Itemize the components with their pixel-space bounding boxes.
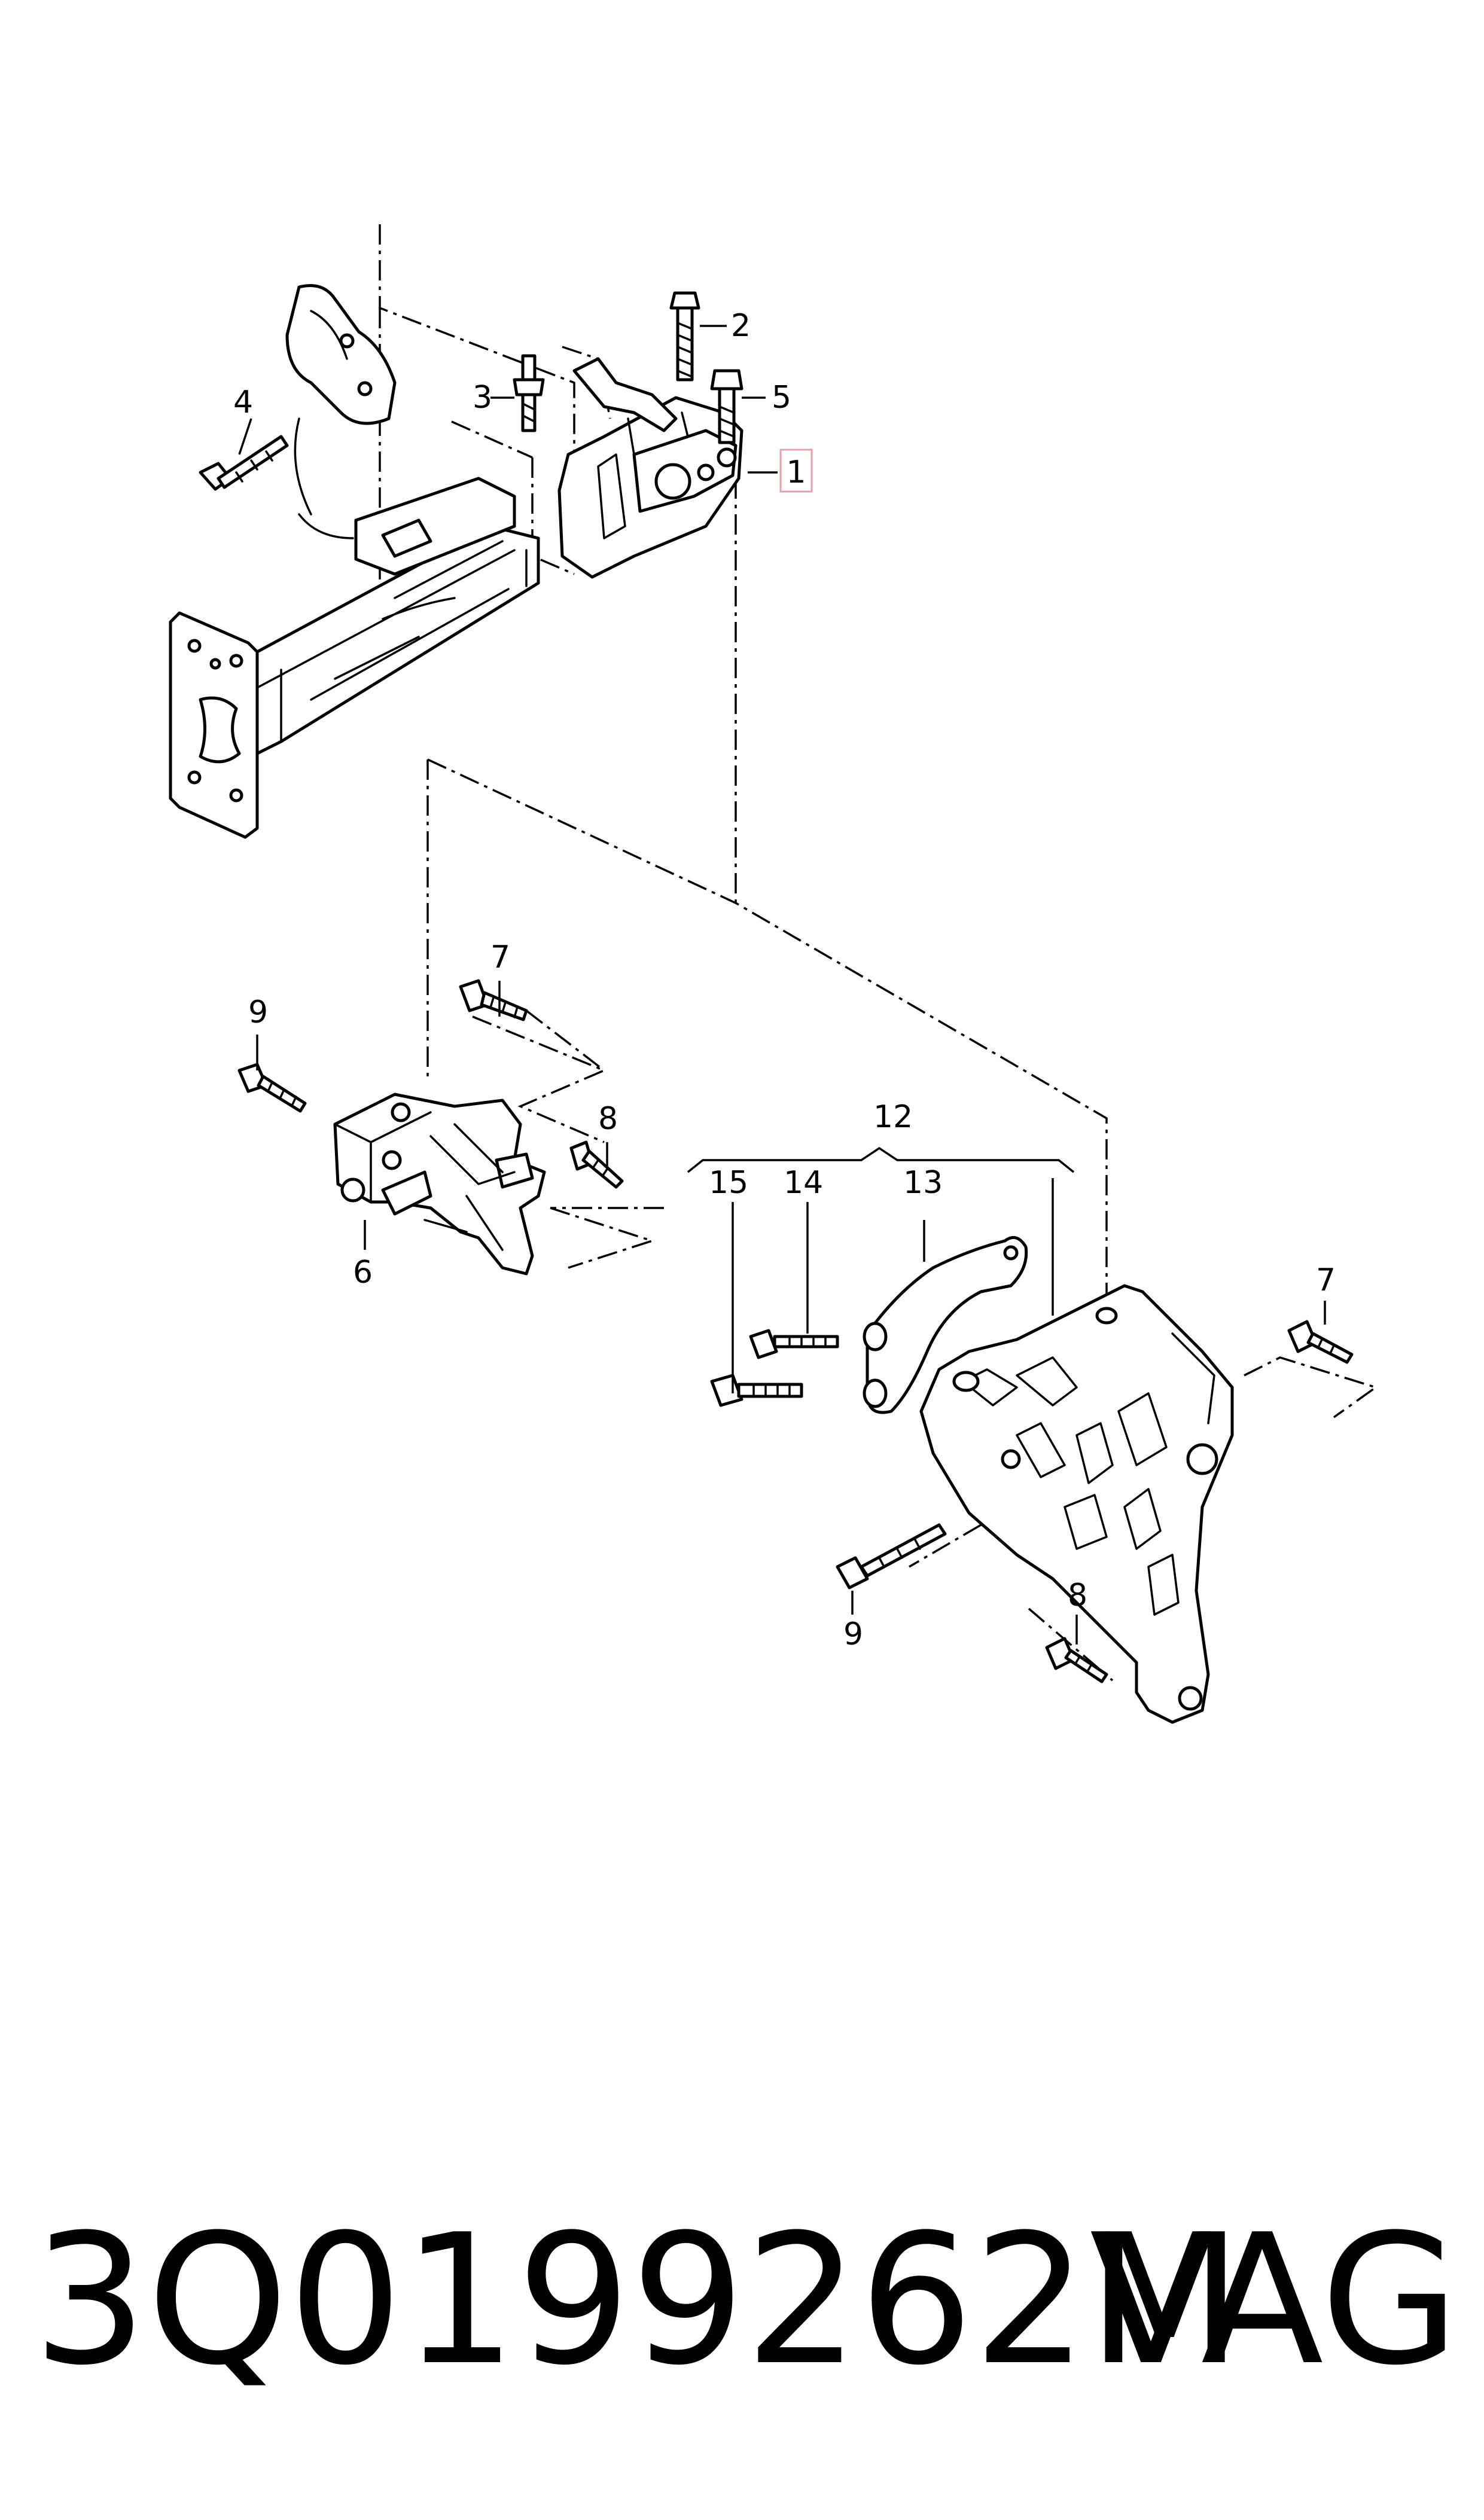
assembly-lines: [379, 224, 1378, 1682]
callout-7-left[interactable]: 7: [490, 939, 510, 975]
footer: 3Q0199262M VAG: [33, 2196, 1459, 2405]
callout-13[interactable]: 13: [903, 1165, 943, 1201]
subframe-member: [169, 284, 540, 839]
bolt-part-5[interactable]: [710, 369, 743, 444]
bolt-part-8-right[interactable]: [1045, 1637, 1108, 1683]
callout-8-right[interactable]: 8: [1068, 1578, 1087, 1613]
callout-5[interactable]: 5: [772, 380, 791, 416]
gearbox-mount-part-6[interactable]: [333, 1093, 546, 1276]
bolt-part-8-left[interactable]: [569, 1140, 624, 1189]
brand-name: VAG: [1090, 2196, 1459, 2405]
stay-bracket-part-13[interactable]: [863, 1235, 1028, 1414]
callout-12[interactable]: 12: [873, 1099, 913, 1135]
engine-bracket[interactable]: [919, 1284, 1234, 1724]
bolt-part-7-left[interactable]: [459, 979, 528, 1021]
bolt-part-7-right[interactable]: [1287, 1320, 1354, 1364]
engine-mount-part-1[interactable]: [557, 357, 743, 579]
callout-14[interactable]: 14: [784, 1165, 823, 1201]
bolt-part-14[interactable]: [749, 1329, 839, 1359]
bolt-part-9-right[interactable]: [836, 1523, 947, 1590]
callout-9-right[interactable]: 9: [843, 1616, 863, 1652]
callout-labels: 1 2 3 4 5 6 7 7 8 8 9 9 12 13 14 15: [233, 308, 1336, 1652]
callout-1[interactable]: 1: [786, 454, 806, 490]
callout-3[interactable]: 3: [473, 380, 492, 416]
callout-4[interactable]: 4: [233, 385, 253, 420]
callout-6[interactable]: 6: [353, 1255, 373, 1290]
part-number: 3Q0199262M: [33, 2196, 1242, 2405]
callout-1-highlight-box: [779, 449, 813, 493]
bolt-part-4[interactable]: [199, 435, 289, 491]
bolt-part-2[interactable]: [669, 291, 700, 382]
stud-part-3[interactable]: [513, 354, 545, 432]
leader-lines: [238, 325, 1326, 1645]
bolt-part-15[interactable]: [710, 1374, 803, 1407]
bolt-part-9-left[interactable]: [237, 1063, 307, 1113]
callout-15[interactable]: 15: [709, 1165, 748, 1201]
callout-9-left[interactable]: 9: [248, 994, 268, 1030]
callout-8-left[interactable]: 8: [598, 1101, 618, 1137]
callout-2[interactable]: 2: [731, 308, 751, 344]
callout-7-right[interactable]: 7: [1316, 1262, 1336, 1298]
